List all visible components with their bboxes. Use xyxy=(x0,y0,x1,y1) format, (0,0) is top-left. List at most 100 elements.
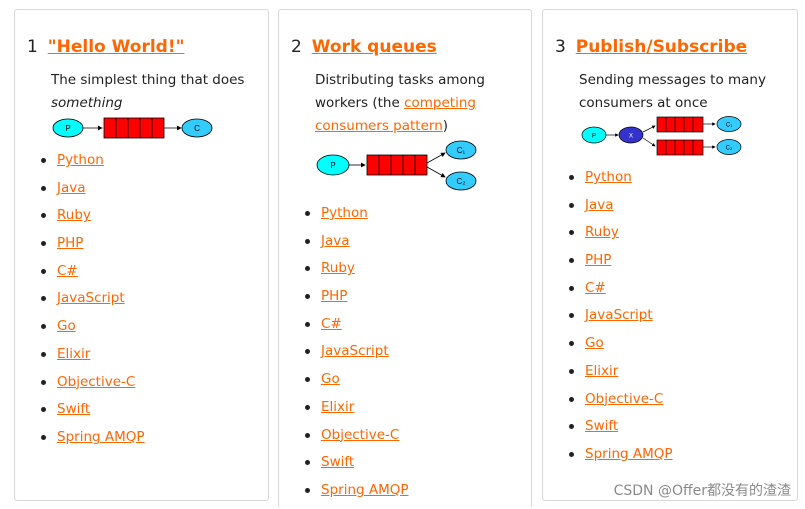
language-link-objective-c[interactable]: Objective-C xyxy=(585,390,664,407)
tutorial-card-publish-subscribe: 3 Publish/Subscribe Sending messages to … xyxy=(542,9,798,501)
language-link-javascript[interactable]: JavaScript xyxy=(321,343,389,360)
list-item: Swift xyxy=(279,453,409,481)
list-item: Objective-C xyxy=(15,373,145,401)
list-item: Java xyxy=(279,232,409,260)
list-item: JavaScript xyxy=(543,306,673,334)
tutorial-description: Sending messages to many consumers at on… xyxy=(579,69,769,115)
description-emphasis: something xyxy=(51,95,123,111)
language-link-java[interactable]: Java xyxy=(321,232,350,249)
language-link-swift[interactable]: Swift xyxy=(585,418,619,435)
language-link-python[interactable]: Python xyxy=(57,152,104,168)
language-link-ruby[interactable]: Ruby xyxy=(57,207,91,224)
list-item: Elixir xyxy=(543,362,673,390)
list-item: JavaScript xyxy=(279,342,409,370)
list-item: PHP xyxy=(15,234,145,262)
list-item: Java xyxy=(543,196,673,224)
arrow xyxy=(426,166,446,178)
tutorial-card-work-queues: 2 Work queues Distributing tasks among w… xyxy=(278,9,532,508)
consumer-2-node xyxy=(716,139,742,155)
language-link-elixir[interactable]: Elixir xyxy=(321,398,355,415)
queue xyxy=(366,154,428,176)
list-item: C# xyxy=(543,279,673,307)
arrow xyxy=(642,125,656,133)
language-link-elixir[interactable]: Elixir xyxy=(57,345,91,362)
language-link-python[interactable]: Python xyxy=(321,205,368,221)
language-list: Python Java Ruby PHP C# JavaScript Go El… xyxy=(15,151,145,456)
arrow xyxy=(426,152,446,164)
language-link-go[interactable]: Go xyxy=(585,335,604,352)
list-item: Python xyxy=(543,168,673,196)
list-item: Swift xyxy=(15,400,145,428)
language-link-spring-amqp[interactable]: Spring AMQP xyxy=(585,445,673,462)
publish-subscribe-diagram: P X C₁ C₂ xyxy=(581,116,742,156)
consumer-1-label: C₁ xyxy=(457,146,466,155)
language-list: Python Java Ruby PHP C# JavaScript Go El… xyxy=(543,168,673,473)
list-item: Spring AMQP xyxy=(543,445,673,473)
language-link-php[interactable]: PHP xyxy=(585,252,612,269)
consumer-2-node xyxy=(445,171,477,191)
language-link-swift[interactable]: Swift xyxy=(57,401,91,418)
language-link-spring-amqp[interactable]: Spring AMQP xyxy=(57,428,145,445)
list-item: Ruby xyxy=(279,259,409,287)
language-link-elixir[interactable]: Elixir xyxy=(585,362,619,379)
list-item: Python xyxy=(279,204,409,232)
language-link-python[interactable]: Python xyxy=(585,169,632,185)
list-item: Java xyxy=(15,179,145,207)
consumer-1-node xyxy=(445,140,477,160)
tutorial-description: Distributing tasks among workers (the co… xyxy=(315,69,520,138)
tutorial-number: 3 xyxy=(555,37,566,57)
consumer-label: C xyxy=(194,124,200,133)
description-text: Distributing tasks among workers (the xyxy=(315,72,485,111)
tutorial-title-link[interactable]: "Hello World!" xyxy=(47,37,185,57)
language-link-php[interactable]: PHP xyxy=(57,235,84,252)
queue-2 xyxy=(656,139,704,156)
exchange-label: X xyxy=(629,134,633,140)
language-link-csharp[interactable]: C# xyxy=(321,315,342,332)
exchange-node xyxy=(618,126,644,144)
tutorial-number: 2 xyxy=(291,37,302,57)
language-link-javascript[interactable]: JavaScript xyxy=(585,307,653,324)
language-link-java[interactable]: Java xyxy=(57,179,86,196)
description-text: Sending messages to many consumers at on… xyxy=(579,72,766,111)
consumer-1-label: C₁ xyxy=(726,123,732,129)
list-item: C# xyxy=(15,262,145,290)
list-item: JavaScript xyxy=(15,289,145,317)
list-item: Objective-C xyxy=(543,390,673,418)
watermark: CSDN @Offer都没有的渣渣 xyxy=(613,483,791,499)
list-item: Elixir xyxy=(15,345,145,373)
language-list: Python Java Ruby PHP C# JavaScript Go El… xyxy=(279,204,409,509)
language-link-go[interactable]: Go xyxy=(57,318,76,335)
queue xyxy=(103,117,165,139)
work-queues-diagram: P C₁ C₂ xyxy=(316,140,477,191)
competing-consumers-link[interactable]: competing consumers pattern xyxy=(315,95,476,134)
language-link-csharp[interactable]: C# xyxy=(585,279,606,296)
language-link-javascript[interactable]: JavaScript xyxy=(57,290,125,307)
language-link-java[interactable]: Java xyxy=(585,196,614,213)
consumer-1-node xyxy=(716,116,742,132)
list-item: Ruby xyxy=(15,206,145,234)
list-item: PHP xyxy=(543,251,673,279)
language-link-php[interactable]: PHP xyxy=(321,288,348,305)
tutorial-description: The simplest thing that does something xyxy=(51,69,256,115)
consumer-node xyxy=(181,118,213,138)
tutorial-title-link[interactable]: Work queues xyxy=(311,37,437,57)
language-link-objective-c[interactable]: Objective-C xyxy=(321,426,400,443)
list-item: Spring AMQP xyxy=(15,428,145,456)
description-text: The simplest thing that does xyxy=(51,72,245,88)
arrow xyxy=(642,137,656,147)
language-link-ruby[interactable]: Ruby xyxy=(585,224,619,241)
language-link-ruby[interactable]: Ruby xyxy=(321,260,355,277)
card-title: 2 Work queues xyxy=(291,37,437,57)
tutorial-card-hello-world: 1 "Hello World!" The simplest thing that… xyxy=(14,9,269,501)
list-item: Go xyxy=(543,334,673,362)
tutorial-title-link[interactable]: Publish/Subscribe xyxy=(575,37,748,57)
list-item: Go xyxy=(279,370,409,398)
consumer-2-label: C₂ xyxy=(457,177,466,186)
list-item: Go xyxy=(15,317,145,345)
language-link-objective-c[interactable]: Objective-C xyxy=(57,373,136,390)
language-link-spring-amqp[interactable]: Spring AMQP xyxy=(321,481,409,498)
language-link-csharp[interactable]: C# xyxy=(57,262,78,279)
tutorial-number: 1 xyxy=(27,37,38,57)
language-link-go[interactable]: Go xyxy=(321,371,340,388)
language-link-swift[interactable]: Swift xyxy=(321,454,355,471)
